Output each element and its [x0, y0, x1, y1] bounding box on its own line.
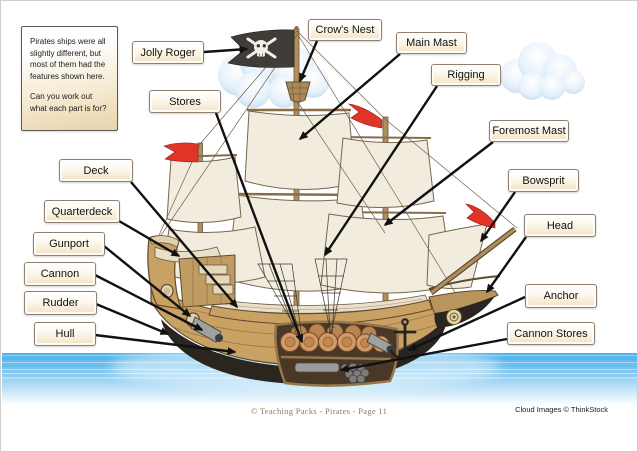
footer-credit-left: © Teaching Packs - Pirates - Page 11 [250, 406, 388, 416]
arrow-hull [94, 333, 237, 356]
jolly-roger-flag [227, 29, 295, 68]
mizzen-pennant-flag [163, 142, 199, 163]
crows-nest-basket [285, 81, 311, 103]
label-main-mast: Main Mast [396, 32, 467, 54]
label-bowsprit: Bowsprit [508, 169, 579, 192]
arrow-rigging [323, 85, 439, 257]
label-anchor: Anchor [525, 284, 597, 308]
label-cannon: Cannon [24, 262, 96, 286]
bow-head [428, 226, 517, 328]
arrow-jolly-roger [203, 45, 249, 54]
arrow-cannon-stores [339, 337, 508, 373]
cloud-right-icon [500, 42, 585, 100]
label-rigging: Rigging [431, 64, 501, 86]
label-quarterdeck: Quarterdeck [44, 200, 120, 223]
label-gunport: Gunport [33, 232, 105, 256]
label-cannon-stores: Cannon Stores [507, 322, 595, 345]
sails [162, 110, 488, 294]
ship-illustration [147, 26, 518, 387]
arrow-cannon [94, 273, 204, 332]
info-paragraph-1: Pirates ships were all slightly differen… [30, 37, 106, 81]
arrow-deck [130, 181, 238, 309]
bow-cannon [366, 332, 393, 354]
label-foremost-mast: Foremost Mast [489, 120, 569, 142]
arrow-anchor [407, 295, 526, 352]
arrow-foremost-mast [383, 141, 494, 226]
bow-pennant-flag [465, 203, 496, 229]
arrow-bowsprit [480, 191, 516, 243]
label-head: Head [524, 214, 596, 237]
ratline-nets [257, 258, 348, 340]
label-crows-nest: Crow's Nest [308, 19, 382, 41]
label-rudder: Rudder [24, 291, 97, 315]
arrow-crows-nest [298, 40, 319, 83]
cutaway-stores [274, 320, 399, 387]
arrow-gunport [103, 245, 192, 317]
arrow-head [486, 236, 527, 294]
label-deck: Deck [59, 159, 133, 182]
leader-arrows [94, 40, 527, 373]
skull [254, 40, 268, 54]
arrow-rudder [95, 302, 170, 336]
label-jolly-roger: Jolly Roger [132, 41, 204, 64]
info-box: Pirates ships were all slightly differen… [21, 26, 118, 131]
arrow-stores [214, 112, 304, 344]
label-stores: Stores [149, 90, 221, 113]
barrels [280, 323, 390, 353]
arrow-main-mast [298, 53, 401, 140]
arrow-quarterdeck [118, 219, 181, 258]
deck-surface [208, 294, 433, 325]
info-paragraph-2: Can you work out what each part is for? [30, 92, 107, 113]
stored-cannon [294, 362, 340, 373]
label-hull: Hull [34, 322, 96, 346]
footer-credit-right: Cloud Images © ThinkStock [515, 405, 608, 414]
fore-pennant-flag [348, 103, 383, 129]
anchor-icon [389, 318, 421, 363]
